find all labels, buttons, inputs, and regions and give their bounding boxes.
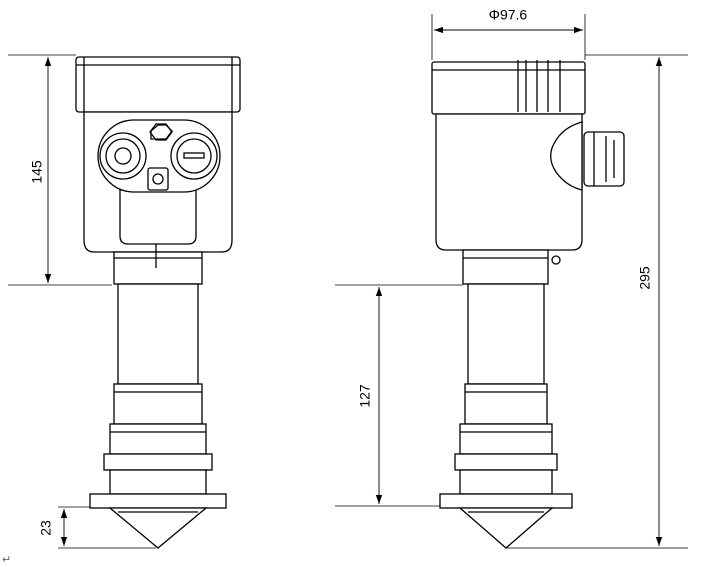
front-display-window bbox=[119, 189, 197, 245]
side-cable-gland bbox=[583, 131, 625, 187]
paragraph-mark: ↵ bbox=[2, 554, 11, 566]
dim-phi97-6-label: Φ97.6 bbox=[489, 7, 528, 23]
side-cone bbox=[458, 507, 554, 549]
dim-295: 295 bbox=[506, 54, 688, 549]
front-neck bbox=[113, 251, 203, 285]
side-section-4 bbox=[459, 469, 553, 495]
front-left-knob bbox=[99, 132, 147, 180]
front-stem bbox=[117, 283, 199, 385]
dim-23-label: 23 bbox=[38, 520, 54, 536]
side-section-3 bbox=[454, 453, 558, 471]
front-section-4 bbox=[109, 469, 207, 495]
dim-127-label: 127 bbox=[357, 384, 373, 408]
front-view bbox=[75, 56, 241, 549]
side-stem bbox=[467, 283, 545, 385]
front-flange bbox=[89, 493, 227, 509]
dim-145-label: 145 bbox=[29, 160, 45, 184]
front-cone bbox=[108, 507, 208, 549]
dim-127: 127 bbox=[335, 284, 463, 507]
dim-295-label: 295 bbox=[637, 266, 653, 290]
dim-23: 23 bbox=[38, 506, 156, 549]
side-cable-gland-shield bbox=[550, 121, 583, 191]
side-housing-body bbox=[435, 113, 583, 251]
front-right-knob bbox=[170, 132, 218, 180]
front-section-2 bbox=[109, 423, 207, 455]
dim-phi97-6: Φ97.6 bbox=[431, 7, 586, 60]
front-ground-screw bbox=[147, 167, 169, 191]
dim-145: 145 bbox=[8, 54, 112, 286]
front-section-3 bbox=[103, 453, 213, 471]
side-section-2 bbox=[459, 423, 553, 455]
side-view bbox=[431, 60, 625, 549]
front-section-1 bbox=[113, 383, 203, 425]
side-flange bbox=[439, 493, 573, 509]
side-neck bbox=[462, 249, 549, 285]
side-section-1 bbox=[464, 383, 548, 425]
